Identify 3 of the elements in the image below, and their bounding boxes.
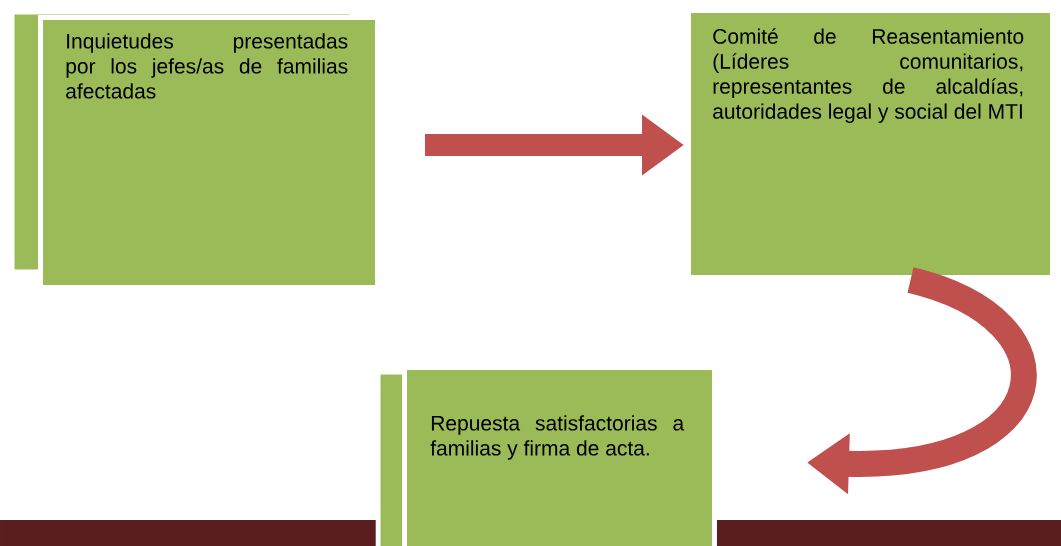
process-box: Comité de Reasentamiento (Líderes comunitarios, representantes de alcaldías, autoridades legal y social del MTI	[686, 8, 1055, 280]
process-box: Repuesta satisfactorias a familias y firma de acta.	[402, 365, 717, 546]
process-box: Inquietudes presentadas por los jefes/as de familias afectadas	[38, 15, 380, 290]
